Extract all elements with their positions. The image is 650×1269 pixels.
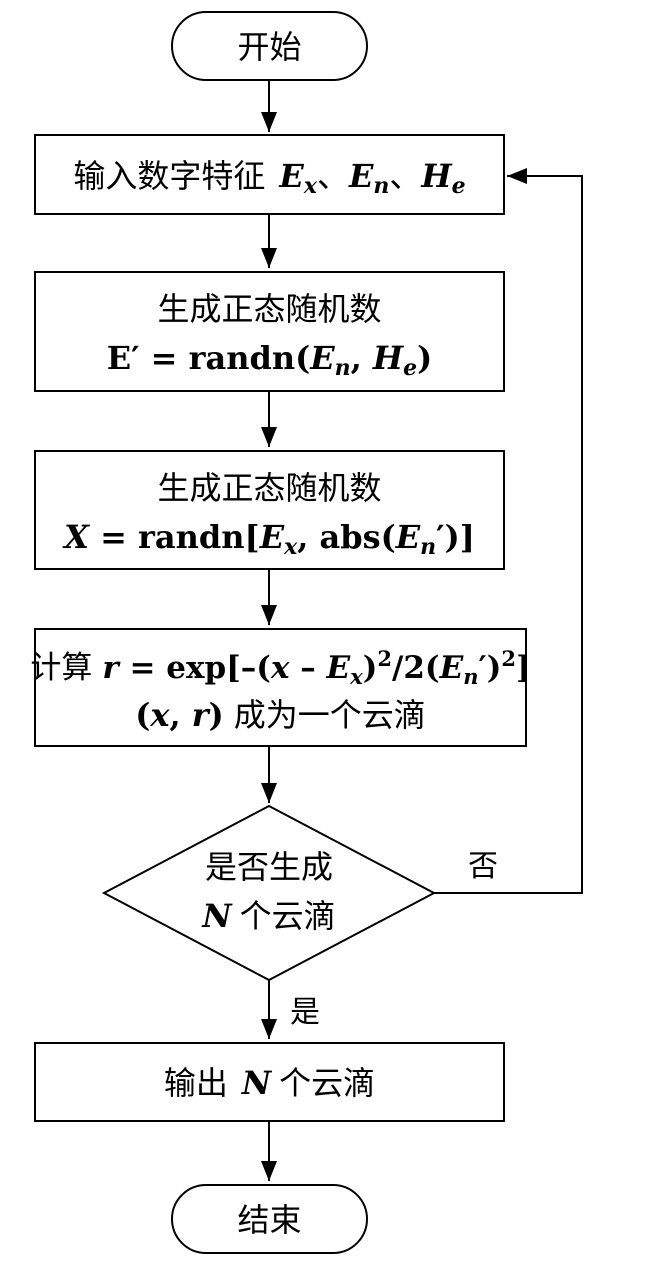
end-terminal — [171, 1184, 368, 1254]
start-label: 开始 — [237, 28, 301, 66]
output-box — [34, 1042, 505, 1122]
end-label: 结束 — [237, 1201, 301, 1239]
gen1-title: 生成正态随机数 — [157, 290, 381, 328]
edge-decision-no-loop — [434, 168, 583, 894]
decision-line1: 是否生成 — [205, 848, 333, 886]
no-label: 否 — [468, 849, 498, 884]
input-box — [34, 134, 505, 215]
gen2-title: 生成正态随机数 — [157, 469, 381, 507]
decision-diamond — [101, 804, 437, 982]
calc-box — [34, 628, 527, 747]
yes-label: 是 — [290, 995, 320, 1030]
calc-line2: (x, r)成为一个云滴 — [135, 696, 426, 734]
gen2-box — [34, 450, 505, 570]
gen2-formula: X = randn[Ex, abs(En′)] — [62, 518, 475, 560]
input-label: 输入数字特征 — [73, 157, 265, 195]
gen1-formula: E′ = randn(En, He) — [107, 339, 433, 381]
